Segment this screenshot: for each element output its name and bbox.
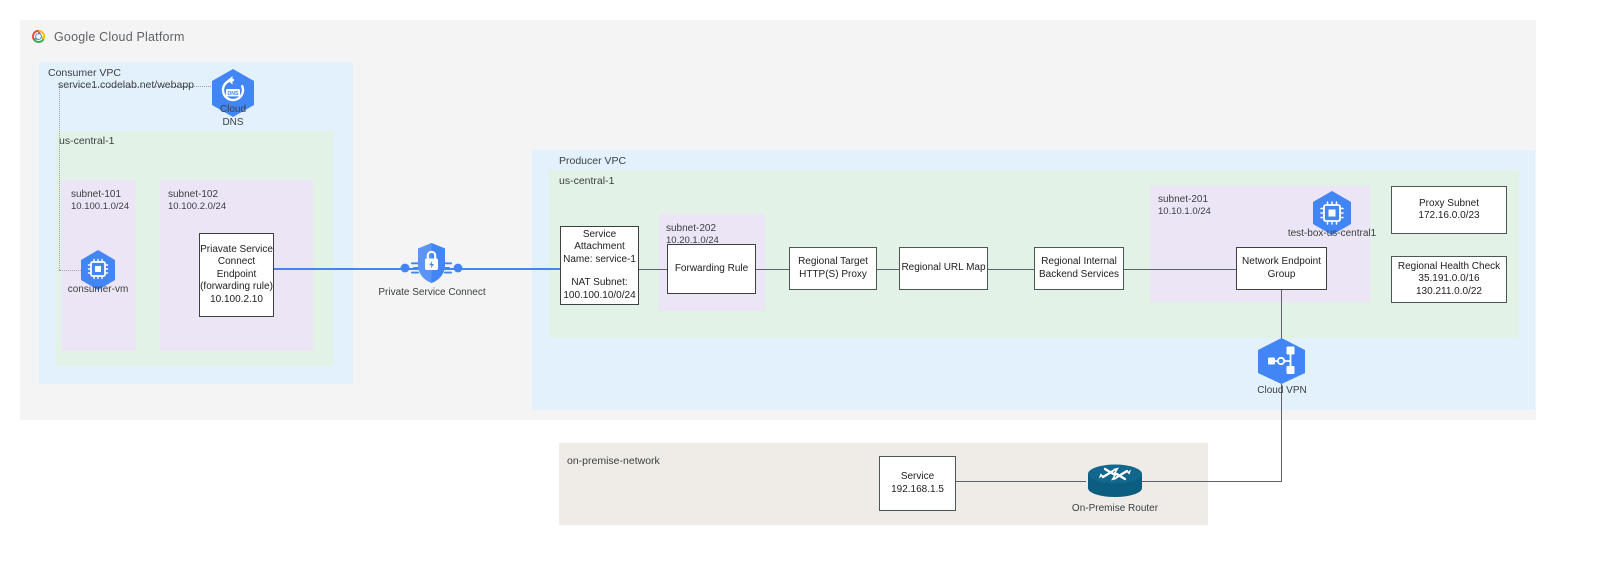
gcp-logo-mark xyxy=(30,28,47,45)
producer-vpc-label: Producer VPC xyxy=(559,155,627,167)
on-premise-router-label: On-Premise Router xyxy=(1071,503,1159,514)
subnet-101-name: subnet-101 xyxy=(71,189,122,200)
backend-services-line1: Regional Internal xyxy=(1041,256,1117,267)
cloud-vpn-icon xyxy=(1254,337,1309,385)
forwarding-rule-box[interactable]: Forwarding Rule xyxy=(667,244,756,294)
onprem-service-line1: Service xyxy=(900,471,935,482)
on-premise-service-box[interactable]: Service 192.168.1.5 xyxy=(879,456,956,511)
dns-link-horizontal-left xyxy=(59,86,185,87)
subnet-101-cidr: 10.100.1.0/24 xyxy=(71,200,130,212)
proxy-subnet-line2: 172.16.0.0/23 xyxy=(1418,210,1480,221)
target-proxy-line2: HTTP(S) Proxy xyxy=(799,268,867,280)
forwarding-rule-label: Forwarding Rule xyxy=(674,262,749,274)
gcp-logo-text: Google Cloud Platform xyxy=(54,29,185,44)
proxy-subnet-line1: Proxy Subnet xyxy=(1418,197,1480,209)
regional-internal-backend-services-box[interactable]: Regional Internal Backend Services xyxy=(1034,247,1124,290)
private-service-connect-endpoint-box[interactable]: Priavate Service Connect Endpoint (forwa… xyxy=(199,233,274,317)
cloud-dns-label-line1: Cloud xyxy=(219,104,247,115)
proxy-subnet-box[interactable]: Proxy Subnet 172.16.0.0/23 xyxy=(1391,186,1507,234)
test-box-vm-icon xyxy=(1311,190,1353,236)
on-premise-router-icon xyxy=(1086,462,1144,500)
regional-health-check-box[interactable]: Regional Health Check 35.191.0.0/16 130.… xyxy=(1391,256,1507,303)
consumer-subnet-102-label: subnet-102 10.100.2.0/24 xyxy=(168,189,226,212)
dns-record-label: service1.codelab.net/webapp xyxy=(58,79,195,91)
cloud-dns-label: Cloud DNS xyxy=(193,104,273,129)
psc-endpoint-line4: 10.100.2.10 xyxy=(210,293,263,305)
service-attachment-box[interactable]: Service Attachment Name: service-1 NAT S… xyxy=(560,226,639,305)
link-backend-to-neg xyxy=(1124,269,1236,270)
health-check-line1: Regional Health Check xyxy=(1397,260,1501,272)
consumer-vm-label: consumer-vm xyxy=(67,284,129,295)
google-cloud-platform-logo: Google Cloud Platform xyxy=(30,28,185,45)
service-attachment-line1: Service xyxy=(582,228,617,240)
dns-link-to-vm xyxy=(59,270,85,271)
producer-subnet-201-label: subnet-201 10.10.1.0/24 xyxy=(1158,194,1211,217)
link-forwarding-to-proxy xyxy=(756,269,789,270)
subnet-102-name: subnet-102 xyxy=(168,189,219,200)
health-check-line3: 130.211.0.0/22 xyxy=(1416,285,1482,297)
on-premise-network-label: on-premise-network xyxy=(567,455,660,467)
neg-line2: Group xyxy=(1267,268,1296,280)
link-service-to-router xyxy=(956,481,1086,482)
psc-line-right xyxy=(431,268,560,270)
regional-target-http-proxy-box[interactable]: Regional Target HTTP(S) Proxy xyxy=(789,247,877,290)
url-map-label: Regional URL Map xyxy=(901,262,986,274)
psc-line-left xyxy=(274,268,431,270)
link-vpn-to-router-horizontal xyxy=(1140,481,1282,482)
svg-text:DNS: DNS xyxy=(228,91,239,97)
psc-endpoint-line3: (forwarding rule) xyxy=(200,281,273,293)
private-service-connect-icon xyxy=(399,240,464,286)
dns-link-vertical xyxy=(59,86,60,270)
dns-link-horizontal-right xyxy=(185,86,213,87)
psc-endpoint-line2: Connect Endpoint xyxy=(216,256,257,280)
producer-region-label: us-central-1 xyxy=(559,175,615,187)
test-box-vm-label: test-box-us-central1 xyxy=(1287,228,1377,239)
service-attachment-line5: 100.100.10/0/24 xyxy=(563,289,636,301)
link-proxy-to-urlmap xyxy=(877,269,899,270)
producer-subnet-202-label: subnet-202 10.20.1.0/24 xyxy=(666,223,719,246)
cloud-vpn-label: Cloud VPN xyxy=(1257,385,1307,396)
consumer-subnet-101-label: subnet-101 10.100.1.0/24 xyxy=(71,189,129,212)
link-neg-to-vpn xyxy=(1281,290,1282,338)
psc-endpoint-line1: Priavate Service xyxy=(200,243,273,255)
cloud-dns-label-line2: DNS xyxy=(222,116,244,128)
onprem-service-line2: 192.168.1.5 xyxy=(891,483,944,495)
target-proxy-line1: Regional Target xyxy=(798,256,868,267)
service-attachment-line4: NAT Subnet: xyxy=(571,277,628,289)
neg-line1: Network Endpoint xyxy=(1242,256,1321,267)
backend-services-line2: Backend Services xyxy=(1038,268,1120,280)
consumer-region-label: us-central-1 xyxy=(59,135,115,147)
link-vpn-to-router-vertical xyxy=(1281,383,1282,481)
consumer-vm-icon xyxy=(79,249,117,291)
subnet-202-name: subnet-202 xyxy=(666,223,717,234)
subnet-202-cidr: 10.20.1.0/24 xyxy=(666,234,719,246)
subnet-201-name: subnet-201 xyxy=(1158,194,1209,205)
regional-url-map-box[interactable]: Regional URL Map xyxy=(899,247,988,290)
subnet-102-cidr: 10.100.2.0/24 xyxy=(168,200,227,212)
private-service-connect-label: Private Service Connect xyxy=(378,287,486,298)
link-urlmap-to-backend xyxy=(988,269,1034,270)
cloud-dns-icon: DNS xyxy=(210,68,256,118)
consumer-vpc-label: Consumer VPC xyxy=(48,67,121,79)
link-attachment-to-forwarding xyxy=(639,269,667,270)
health-check-line2: 35.191.0.0/16 xyxy=(1418,273,1480,285)
service-attachment-line2: Attachment xyxy=(574,241,625,253)
network-endpoint-group-box[interactable]: Network Endpoint Group xyxy=(1236,247,1327,290)
subnet-201-cidr: 10.10.1.0/24 xyxy=(1158,205,1211,217)
service-attachment-line3: Name: service-1 xyxy=(563,253,636,265)
